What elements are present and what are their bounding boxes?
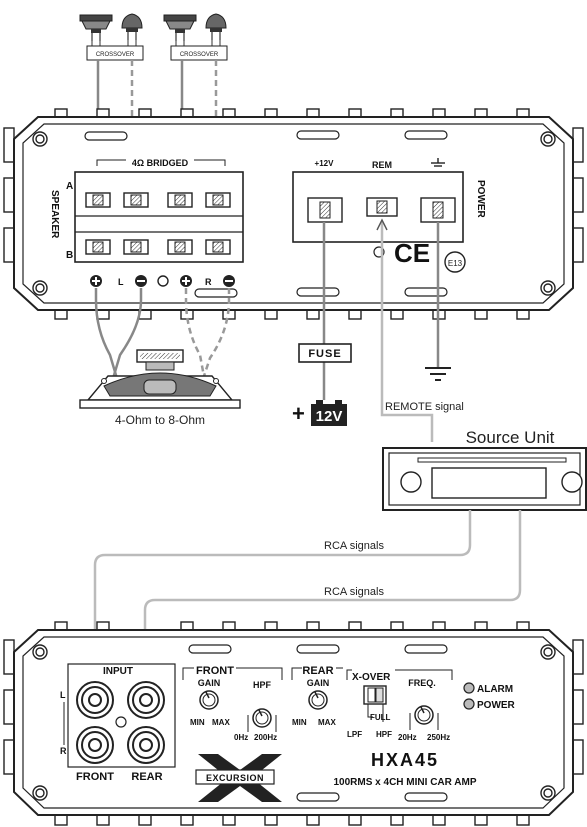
term-l-label: L xyxy=(118,277,124,287)
power-led-label: POWER xyxy=(477,700,516,711)
input-section xyxy=(67,663,176,768)
front-hpf-knob[interactable] xyxy=(252,708,272,728)
channel-a-label: A xyxy=(66,181,73,192)
xover-label: X-OVER xyxy=(352,672,391,683)
woofer-icon xyxy=(163,14,197,42)
alarm-label: ALARM xyxy=(477,684,513,695)
ground-icon xyxy=(425,367,451,381)
front-gain-label: GAIN xyxy=(198,678,221,688)
rear-gain-knob[interactable] xyxy=(308,690,328,710)
ground-icon xyxy=(431,158,445,167)
tweeter-icon xyxy=(205,13,227,41)
bridged-label: 4Ω BRIDGED xyxy=(132,158,189,168)
woofer-speaker-icon xyxy=(79,349,241,409)
battery-icon xyxy=(311,404,347,426)
front-0hz-label: 0Hz xyxy=(234,733,248,742)
freq-label: FREQ. xyxy=(408,678,436,688)
front-min-label: MIN xyxy=(190,718,205,727)
component-speakers-right: CROSSOVER xyxy=(163,13,228,61)
freq-knob[interactable] xyxy=(414,705,434,725)
term-r-label: R xyxy=(205,277,212,287)
front-section-label: FRONT xyxy=(196,665,234,677)
rear-min-label: MIN xyxy=(292,718,307,727)
input-r-label: R xyxy=(60,746,67,756)
model-desc-label: 100RMS x 4CH MINI CAR AMP xyxy=(334,777,477,788)
freq-250hz-label: 250Hz xyxy=(427,733,450,742)
input-label: INPUT xyxy=(103,666,133,677)
minus-icon xyxy=(135,275,235,287)
ce-mark-icon: CE xyxy=(394,238,430,268)
power-terminals xyxy=(307,197,456,223)
freq-20hz-label: 20Hz xyxy=(398,733,417,742)
channel-b-label: B xyxy=(66,250,73,261)
crossover-box-right xyxy=(170,45,228,61)
speaker-side-label: SPEAKER xyxy=(49,190,60,239)
crossover-box-left xyxy=(86,45,144,61)
crossover-label-left: CROSSOVER xyxy=(96,52,135,58)
power-side-label: POWER xyxy=(475,180,486,219)
svg-text:EXCURSION: EXCURSION xyxy=(206,773,264,783)
xover-hpf-label: HPF xyxy=(376,730,392,739)
model-label: HXA45 xyxy=(371,750,439,770)
xover-full-label: FULL xyxy=(370,713,391,722)
front-hpf-label: HPF xyxy=(253,680,272,690)
rca-signals-label-1: RCA signals xyxy=(324,540,384,552)
battery-12v-label: 12V xyxy=(316,408,343,425)
crossover-label-right: CROSSOVER xyxy=(180,52,219,58)
front-200hz-label: 200Hz xyxy=(254,733,277,742)
rear-max-label: MAX xyxy=(318,718,336,727)
top-plus12v-label: +12V xyxy=(315,159,335,168)
tweeter-icon xyxy=(121,13,143,41)
front-max-label: MAX xyxy=(212,718,230,727)
amplifier-top: 4Ω BRIDGED A B SPEAKER L R +12V REM xyxy=(3,108,584,320)
rear-gain-label: GAIN xyxy=(307,678,330,688)
rear-section-label: REAR xyxy=(302,665,333,677)
remote-signal-label: REMOTE signal xyxy=(385,401,464,413)
alarm-led-icon xyxy=(463,682,475,694)
e13-mark-icon xyxy=(444,251,466,273)
amplifier-bottom: INPUT L R FRONT REAR FRONT GAIN MIN MAX … xyxy=(3,621,584,826)
top-rem-label: REM xyxy=(372,160,392,170)
input-l-label: L xyxy=(60,690,66,700)
power-led-icon xyxy=(463,698,475,710)
fuse-box xyxy=(298,343,352,363)
e13-label: E13 xyxy=(448,259,463,268)
rca-signals-label-2: RCA signals xyxy=(324,586,384,598)
remote-wire xyxy=(380,222,434,442)
excursion-logo: EXCURSION xyxy=(195,754,282,802)
plus-icon xyxy=(90,275,192,287)
xover-lpf-label: LPF xyxy=(347,730,362,739)
front-gain-knob[interactable] xyxy=(199,690,219,710)
fuse-label: FUSE xyxy=(308,348,341,360)
input-front-label: FRONT xyxy=(76,771,114,783)
impedance-label: 4-Ohm to 8-Ohm xyxy=(115,413,205,427)
woofer-icon xyxy=(79,14,113,42)
speaker-wires-bottom xyxy=(94,288,231,383)
source-unit-label: Source Unit xyxy=(466,428,555,447)
battery-plus-label: + xyxy=(292,401,305,426)
input-rear-label: REAR xyxy=(131,771,162,783)
rca-cables xyxy=(93,510,522,672)
component-speakers-left: CROSSOVER xyxy=(79,13,144,61)
ground-hole xyxy=(157,275,169,287)
